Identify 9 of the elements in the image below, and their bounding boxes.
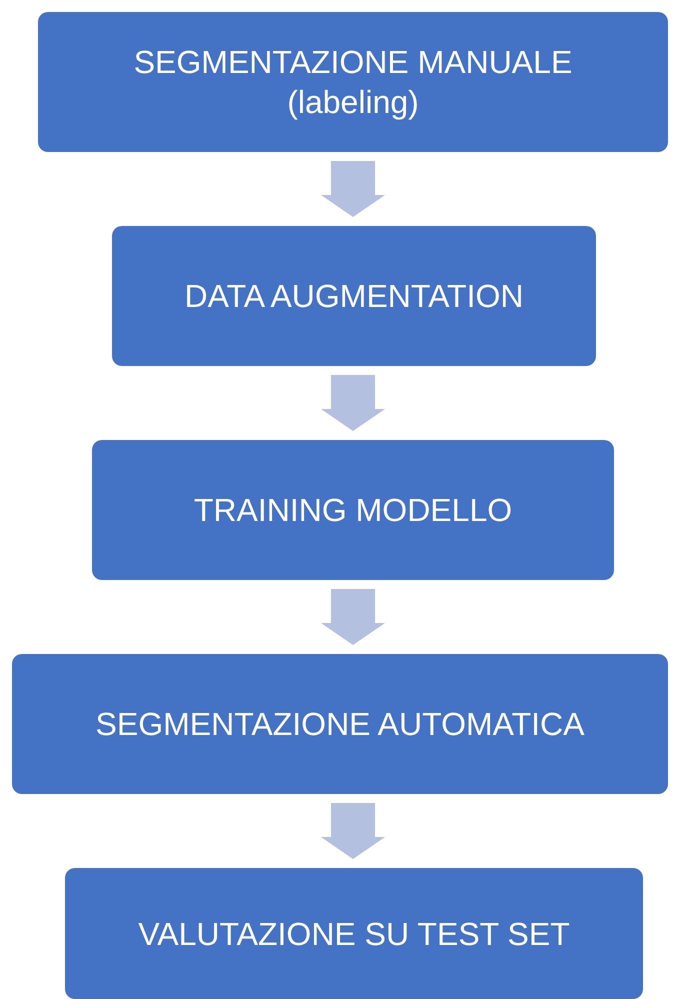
process-box: DATA AUGMENTATION bbox=[112, 226, 596, 366]
block-arrow bbox=[321, 589, 385, 645]
block-arrow bbox=[321, 375, 385, 431]
process-box: TRAINING MODELLO bbox=[92, 440, 614, 580]
block-arrow bbox=[321, 803, 385, 859]
process-box: SEGMENTAZIONE AUTOMATICA bbox=[12, 654, 668, 794]
process-box: VALUTAZIONE SU TEST SET bbox=[65, 868, 643, 999]
block-arrow bbox=[321, 161, 385, 217]
process-box: SEGMENTAZIONE MANUALE (labeling) bbox=[38, 12, 668, 152]
